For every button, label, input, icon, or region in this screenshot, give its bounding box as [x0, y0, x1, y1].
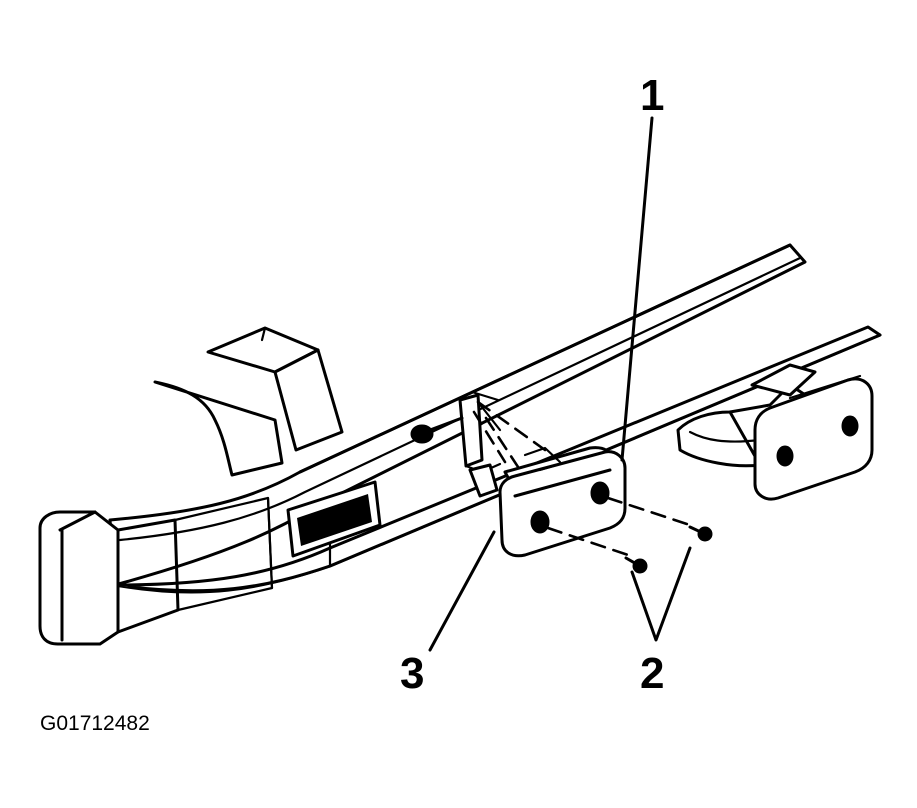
lamp-screws	[624, 525, 713, 574]
leader-lines	[428, 116, 692, 652]
bumper-reflector	[286, 480, 382, 558]
bumper-end-cap	[38, 496, 274, 646]
screw-guide-lines	[546, 496, 692, 557]
callout-connector: 3	[400, 649, 424, 698]
bumper-support-bracket	[153, 326, 344, 477]
mounting-bolt	[410, 416, 464, 444]
explode-guide-lines	[472, 400, 547, 472]
callout-screws: 2	[640, 649, 664, 698]
leader-line-lamp	[620, 116, 654, 462]
leader-line-screws	[630, 546, 692, 642]
second-marker-lamp	[753, 374, 874, 501]
figure-id: G01712482	[40, 712, 150, 735]
rear-bumper-beam	[108, 243, 882, 594]
callout-lamp: 1	[640, 71, 664, 120]
leader-line-connector	[428, 530, 496, 652]
wiring-connector	[458, 390, 502, 498]
marker-lamp	[498, 446, 627, 558]
